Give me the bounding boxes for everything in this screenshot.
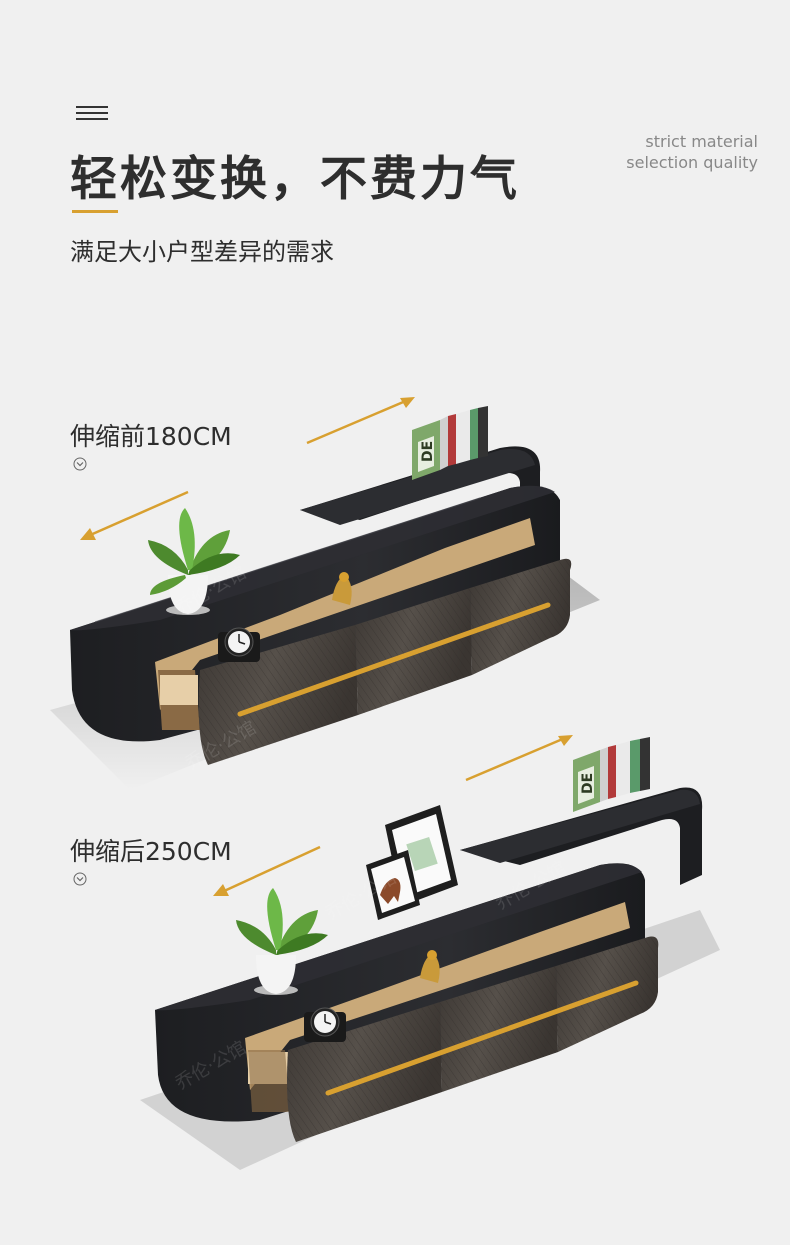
tagline-line-2: selection quality — [626, 153, 758, 172]
potted-plant-icon — [148, 508, 240, 615]
svg-text:DE: DE — [580, 773, 596, 794]
clock-icon — [218, 627, 260, 662]
picture-frame-icon — [366, 805, 458, 920]
drawer-interior — [245, 902, 630, 1090]
potted-plant-icon — [236, 888, 328, 995]
arrow-left-icon — [80, 490, 189, 540]
cabinet-scene-after: DE 乔伦·公馆 乔伦·公馆 乔伦·公馆 — [0, 720, 790, 1200]
tagline: strict material selection quality — [626, 131, 758, 173]
arrow-right-icon — [465, 735, 573, 782]
gold-handle — [325, 980, 639, 1096]
menu-icon[interactable] — [76, 106, 108, 122]
page-title: 轻松变换，不费力气 — [70, 152, 520, 207]
drawer-interior — [155, 518, 535, 710]
books-icon: DE — [412, 406, 488, 480]
figurine-icon — [332, 572, 352, 605]
page-subtitle: 满足大小户型差异的需求 — [70, 238, 334, 266]
arrow-right-icon — [306, 397, 415, 445]
arrow-left-icon — [213, 845, 321, 896]
chevron-down-circle-icon — [73, 872, 87, 886]
title-underline — [72, 210, 118, 213]
books-icon: DE — [573, 737, 650, 812]
cabinet-scene-before: DE 乔伦·公馆 乔伦·公馆 — [0, 370, 790, 800]
clock-icon — [304, 1007, 346, 1042]
chevron-down-circle-icon — [73, 457, 87, 471]
gold-handle — [237, 602, 551, 717]
size-label-after: 伸缩后250CM — [70, 837, 232, 866]
tagline-line-1: strict material — [645, 132, 758, 151]
svg-text:DE: DE — [420, 441, 436, 462]
size-label-before: 伸缩前180CM — [70, 422, 232, 451]
figurine-icon — [420, 950, 440, 983]
